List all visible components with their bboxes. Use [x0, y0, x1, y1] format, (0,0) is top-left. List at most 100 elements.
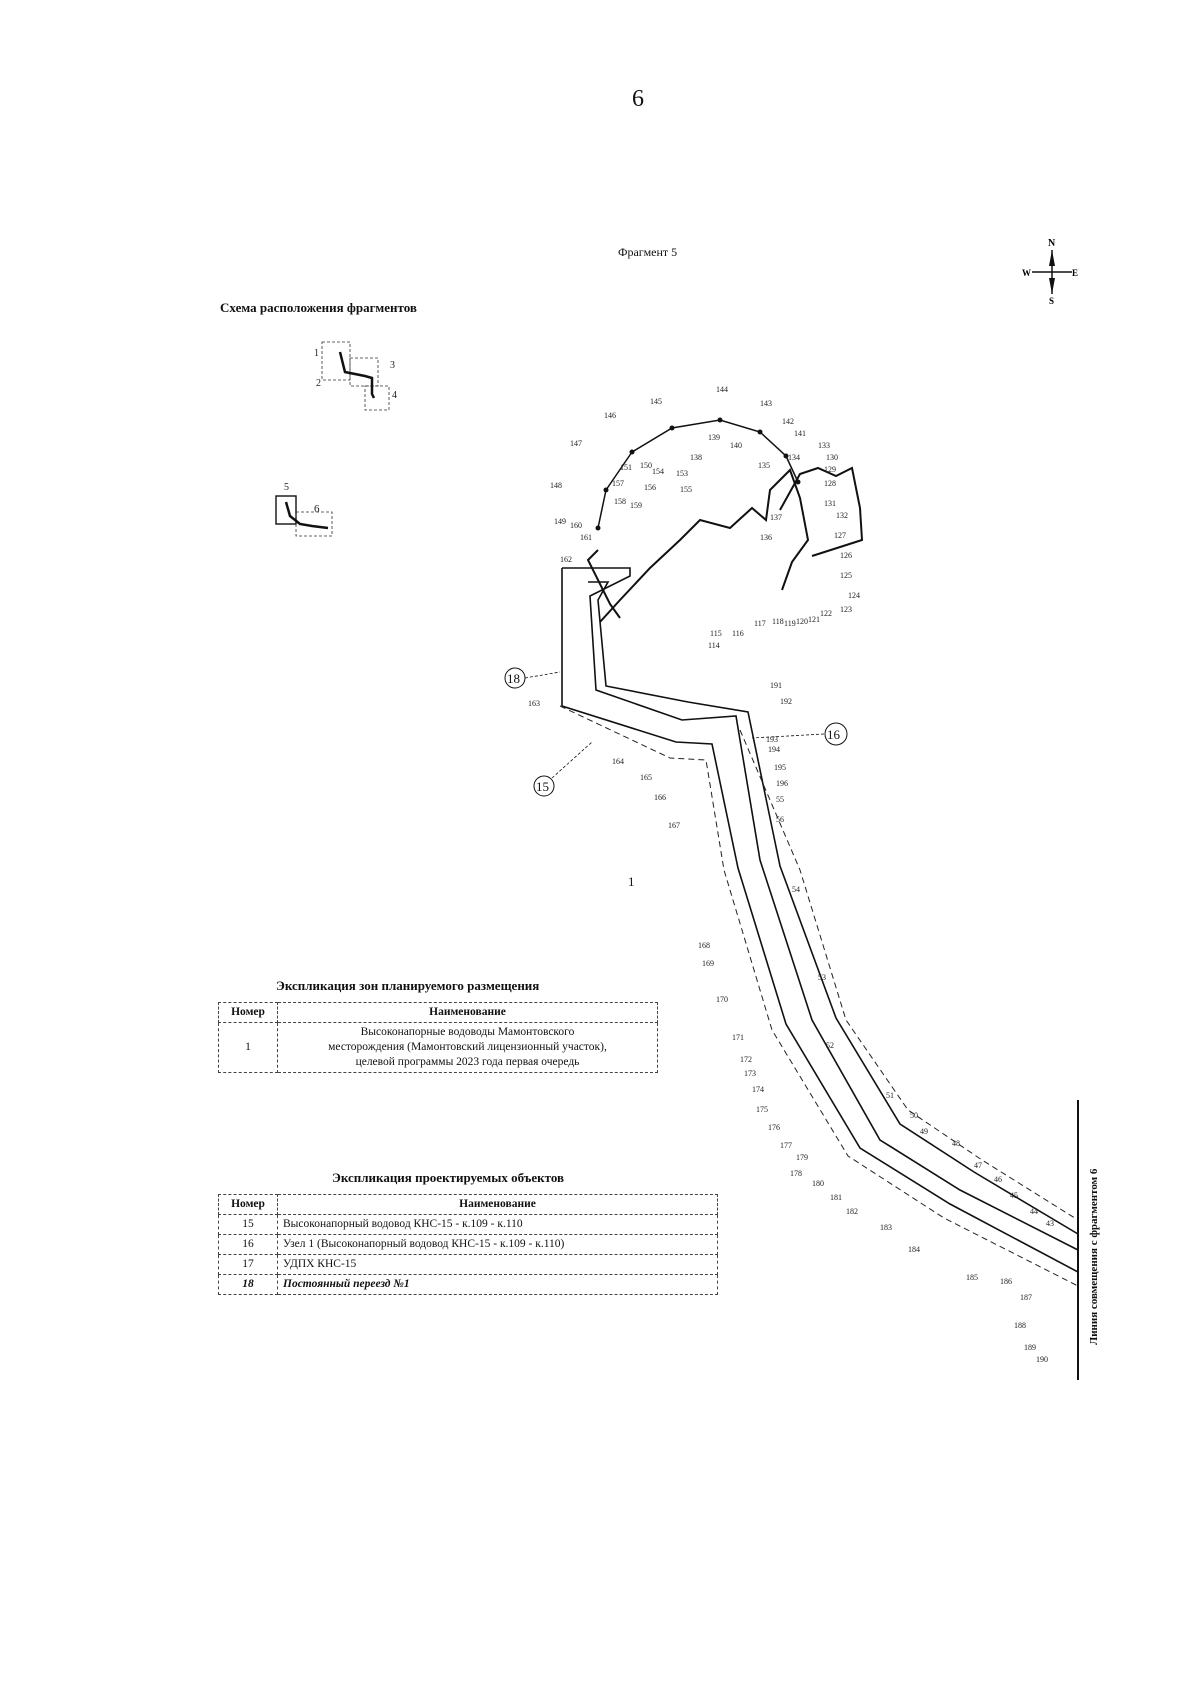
point-label: 132 [836, 511, 848, 520]
point-label: 54 [792, 885, 800, 894]
point-label: 138 [690, 453, 702, 462]
point-label: 190 [1036, 1355, 1048, 1364]
point-label: 194 [768, 745, 780, 754]
point-label: 156 [644, 483, 656, 492]
fragment-title: Фрагмент 5 [618, 245, 678, 259]
point-label: 189 [1024, 1343, 1036, 1352]
point-label: 153 [676, 469, 688, 478]
compass-rose-icon: N W E S [1022, 238, 1078, 306]
point-label: 183 [880, 1223, 892, 1232]
table-row: 17 УДПХ КНС-15 [218, 1253, 718, 1275]
point-label: 196 [776, 779, 788, 788]
objects-header-name: Наименование [277, 1194, 718, 1215]
scheme-label-1: 1 [314, 348, 319, 359]
compass-e: E [1072, 268, 1078, 278]
point-label: 186 [1000, 1277, 1012, 1286]
point-label: 120 [796, 617, 808, 626]
callout-18: 18 [507, 671, 520, 686]
boundary-arc [595, 417, 801, 531]
point-label: 119 [784, 619, 796, 628]
point-label: 56 [776, 815, 784, 824]
objects-row-name: Высоконапорный водовод КНС-15 - к.109 - … [277, 1213, 718, 1235]
point-label: 143 [760, 399, 772, 408]
point-label: 159 [630, 501, 642, 510]
point-label: 178 [790, 1169, 802, 1178]
point-label: 147 [570, 439, 582, 448]
point-label: 115 [710, 629, 722, 638]
scheme-label-4: 4 [392, 390, 397, 401]
point-label: 121 [808, 615, 820, 624]
objects-row-num: 16 [218, 1233, 278, 1255]
zones-header-num: Номер [218, 1002, 278, 1023]
point-label: 191 [770, 681, 782, 690]
scheme-label-6: 6 [314, 503, 320, 515]
point-label: 172 [740, 1055, 752, 1064]
point-label: 139 [708, 433, 720, 442]
fragment-scheme-top: 1 2 3 4 [314, 341, 397, 411]
scheme-label-2: 2 [316, 378, 321, 389]
point-label: 144 [716, 385, 728, 394]
point-label: 126 [840, 551, 852, 560]
objects-row-num: 17 [218, 1253, 278, 1275]
objects-header-num: Номер [218, 1194, 278, 1215]
point-label: 52 [826, 1041, 834, 1050]
compass-s: S [1049, 296, 1054, 306]
objects-row-num: 18 [218, 1273, 278, 1295]
point-label: 44 [1030, 1207, 1038, 1216]
point-label: 166 [654, 793, 666, 802]
table-row: 15 Высоконапорный водовод КНС-15 - к.109… [218, 1213, 718, 1235]
point-label: 133 [818, 441, 830, 450]
point-label: 149 [554, 517, 566, 526]
zone-label-1: 1 [628, 874, 635, 889]
point-label: 124 [848, 591, 860, 600]
callout-16: 16 [827, 727, 841, 742]
zones-table: Номер Наименование 1 Высоконапорные водо… [218, 1002, 658, 1073]
point-label: 146 [604, 411, 616, 420]
point-label: 168 [698, 941, 710, 950]
point-label: 179 [796, 1153, 808, 1162]
point-label: 193 [766, 735, 778, 744]
point-label: 45 [1010, 1191, 1018, 1200]
point-label: 151 [620, 463, 632, 472]
point-label: 142 [782, 417, 794, 426]
point-label: 185 [966, 1273, 978, 1282]
point-label: 51 [886, 1091, 894, 1100]
point-label: 136 [760, 533, 772, 542]
scheme-title: Схема расположения фрагментов [220, 300, 417, 315]
point-label: 162 [560, 555, 572, 564]
point-label: 55 [776, 795, 784, 804]
point-label: 175 [756, 1105, 768, 1114]
point-label: 177 [780, 1141, 792, 1150]
point-label: 53 [818, 973, 826, 982]
point-label: 187 [1020, 1293, 1032, 1302]
point-label: 157 [612, 479, 624, 488]
point-label: 184 [908, 1245, 920, 1254]
objects-row-name: Постоянный переезд №1 [277, 1273, 718, 1295]
point-label: 116 [732, 629, 744, 638]
zones-row-name: Высоконапорные водоводы Мамонтовского ме… [277, 1021, 658, 1073]
zones-row-line1: Высоконапорные водоводы Мамонтовского [360, 1025, 575, 1038]
point-label: 141 [794, 429, 806, 438]
point-label: 117 [754, 619, 766, 628]
point-label: 158 [614, 497, 626, 506]
scheme-label-5: 5 [284, 482, 289, 493]
point-label: 150 [640, 461, 652, 470]
fragment-scheme-bottom: 5 6 [275, 482, 333, 537]
point-labels: 144 145 146 147 148 149 143 142 141 133 … [528, 385, 1054, 1364]
point-label: 49 [920, 1127, 928, 1136]
point-label: 122 [820, 609, 832, 618]
objects-row-name: Узел 1 (Высоконапорный водовод КНС-15 - … [277, 1233, 718, 1255]
point-label: 154 [652, 467, 664, 476]
point-label: 135 [758, 461, 770, 470]
point-label: 145 [650, 397, 662, 406]
objects-row-name: УДПХ КНС-15 [277, 1253, 718, 1275]
point-label: 123 [840, 605, 852, 614]
point-label: 181 [830, 1193, 842, 1202]
objects-table: Номер Наименование 15 Высоконапорный вод… [218, 1194, 718, 1295]
object-callouts: 18 15 16 1 [504, 667, 848, 889]
point-label: 130 [826, 453, 838, 462]
point-label: 47 [974, 1161, 982, 1170]
point-label: 163 [528, 699, 540, 708]
table-row: 1 Высоконапорные водоводы Мамонтовского … [218, 1021, 658, 1073]
